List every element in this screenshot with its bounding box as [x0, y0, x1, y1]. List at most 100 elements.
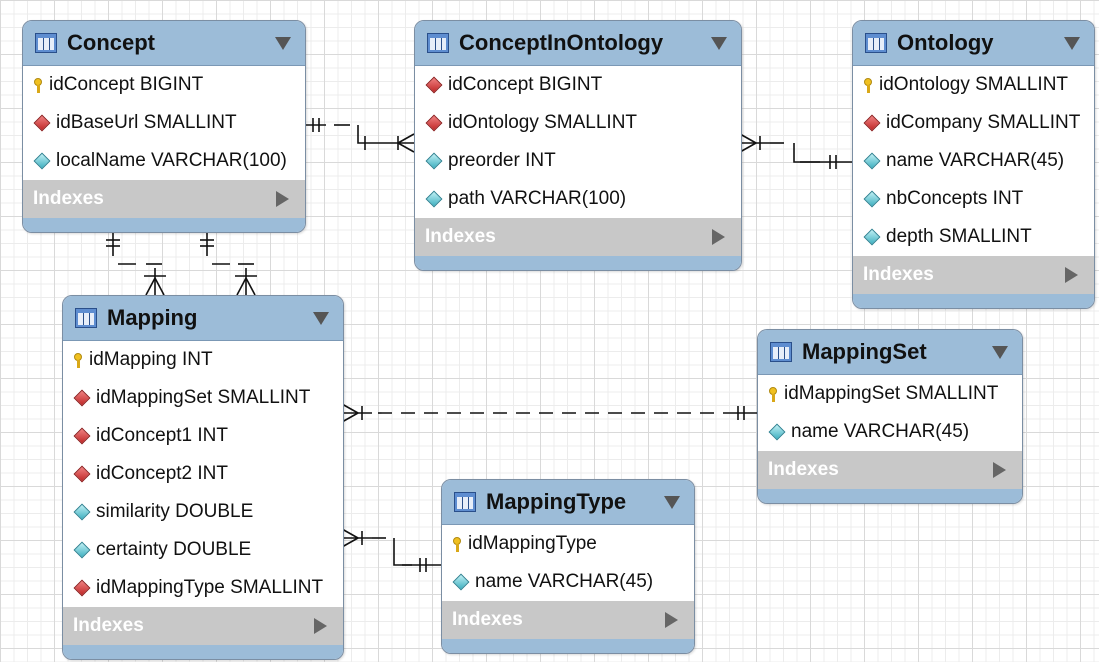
collapse-arrow-icon[interactable] — [711, 37, 727, 50]
column-label: name VARCHAR(45) — [791, 421, 970, 442]
relation-conceptinontology-ontology[interactable] — [739, 133, 852, 169]
column-label: certainty DOUBLE — [96, 539, 252, 560]
column-label: path VARCHAR(100) — [448, 188, 627, 209]
primary-key-icon — [863, 78, 873, 93]
column-row[interactable]: idConcept BIGINT — [23, 66, 305, 104]
foreign-key-diamond-icon — [73, 427, 91, 445]
column-diamond-icon — [33, 152, 51, 170]
column-label: idMappingType — [468, 533, 597, 554]
table-footer — [758, 489, 1022, 503]
indexes-label: Indexes — [863, 264, 934, 285]
relation-mapping-mappingtype[interactable] — [341, 528, 441, 572]
table-header[interactable]: Mapping — [63, 296, 343, 341]
column-row[interactable]: idConcept2 INT — [63, 455, 343, 493]
column-row[interactable]: certainty DOUBLE — [63, 531, 343, 569]
column-row[interactable]: depth SMALLINT — [853, 218, 1094, 256]
column-row[interactable]: idMapping INT — [63, 341, 343, 379]
expand-arrow-icon[interactable] — [712, 229, 725, 245]
table-mappingset[interactable]: MappingSet idMappingSet SMALLINT name VA… — [757, 329, 1023, 504]
collapse-arrow-icon[interactable] — [275, 37, 291, 50]
column-row[interactable]: idOntology SMALLINT — [415, 104, 741, 142]
table-header[interactable]: MappingType — [442, 480, 694, 525]
column-label: idMappingSet SMALLINT — [96, 387, 311, 408]
collapse-arrow-icon[interactable] — [664, 496, 680, 509]
column-label: idBaseUrl SMALLINT — [56, 112, 237, 133]
column-row[interactable]: similarity DOUBLE — [63, 493, 343, 531]
table-footer — [415, 256, 741, 270]
relation-concept-mapping-1[interactable] — [106, 228, 166, 296]
foreign-key-diamond-icon — [73, 579, 91, 597]
table-conceptinontology[interactable]: ConceptInOntology idConcept BIGINT idOnt… — [414, 20, 742, 271]
indexes-section[interactable]: Indexes — [23, 180, 305, 218]
indexes-section[interactable]: Indexes — [415, 218, 741, 256]
primary-key-icon — [73, 353, 83, 368]
table-concept[interactable]: Concept idConcept BIGINT idBaseUrl SMALL… — [22, 20, 306, 233]
collapse-arrow-icon[interactable] — [1064, 37, 1080, 50]
column-label: name VARCHAR(45) — [475, 571, 654, 592]
relation-concept-conceptinontology[interactable] — [304, 118, 415, 153]
expand-arrow-icon[interactable] — [993, 462, 1006, 478]
primary-key-icon — [768, 387, 778, 402]
column-row[interactable]: localName VARCHAR(100) — [23, 142, 305, 180]
column-row[interactable]: idMappingType SMALLINT — [63, 569, 343, 607]
indexes-label: Indexes — [452, 609, 523, 630]
column-label: name VARCHAR(45) — [886, 150, 1065, 171]
column-label: localName VARCHAR(100) — [56, 150, 287, 171]
collapse-arrow-icon[interactable] — [313, 312, 329, 325]
table-mappingtype[interactable]: MappingType idMappingType name VARCHAR(4… — [441, 479, 695, 654]
column-row[interactable]: idOntology SMALLINT — [853, 66, 1094, 104]
column-row[interactable]: idCompany SMALLINT — [853, 104, 1094, 142]
column-diamond-icon — [863, 190, 881, 208]
column-label: idOntology SMALLINT — [879, 74, 1069, 95]
expand-arrow-icon[interactable] — [314, 618, 327, 634]
table-ontology[interactable]: Ontology idOntology SMALLINT idCompany S… — [852, 20, 1095, 309]
column-row[interactable]: nbConcepts INT — [853, 180, 1094, 218]
column-row[interactable]: idMappingType — [442, 525, 694, 563]
indexes-section[interactable]: Indexes — [442, 601, 694, 639]
column-label: preorder INT — [448, 150, 556, 171]
collapse-arrow-icon[interactable] — [992, 346, 1008, 359]
column-diamond-icon — [768, 423, 786, 441]
table-name: ConceptInOntology — [459, 30, 664, 55]
column-row[interactable]: idBaseUrl SMALLINT — [23, 104, 305, 142]
foreign-key-diamond-icon — [863, 114, 881, 132]
table-footer — [63, 645, 343, 659]
table-header[interactable]: Concept — [23, 21, 305, 66]
expand-arrow-icon[interactable] — [665, 612, 678, 628]
primary-key-icon — [33, 78, 43, 93]
relation-concept-mapping-2[interactable] — [200, 228, 257, 296]
column-row[interactable]: path VARCHAR(100) — [415, 180, 741, 218]
column-label: idConcept2 INT — [96, 463, 229, 484]
table-icon — [865, 33, 887, 53]
column-row[interactable]: idConcept BIGINT — [415, 66, 741, 104]
table-header[interactable]: ConceptInOntology — [415, 21, 741, 66]
column-row[interactable]: idMappingSet SMALLINT — [63, 379, 343, 417]
column-row[interactable]: name VARCHAR(45) — [758, 413, 1022, 451]
expand-arrow-icon[interactable] — [1065, 267, 1078, 283]
indexes-section[interactable]: Indexes — [853, 256, 1094, 294]
indexes-section[interactable]: Indexes — [758, 451, 1022, 489]
column-row[interactable]: name VARCHAR(45) — [853, 142, 1094, 180]
expand-arrow-icon[interactable] — [276, 191, 289, 207]
column-label: similarity DOUBLE — [96, 501, 254, 522]
column-row[interactable]: idMappingSet SMALLINT — [758, 375, 1022, 413]
column-label: idConcept BIGINT — [448, 74, 603, 95]
table-name: Mapping — [107, 305, 198, 330]
column-row[interactable]: name VARCHAR(45) — [442, 563, 694, 601]
relation-mapping-mappingset[interactable] — [341, 403, 757, 423]
column-row[interactable]: idConcept1 INT — [63, 417, 343, 455]
table-header[interactable]: Ontology — [853, 21, 1094, 66]
column-row[interactable]: preorder INT — [415, 142, 741, 180]
table-mapping[interactable]: Mapping idMapping INT idMappingSet SMALL… — [62, 295, 344, 660]
indexes-label: Indexes — [768, 459, 839, 480]
column-label: idConcept1 INT — [96, 425, 229, 446]
indexes-section[interactable]: Indexes — [63, 607, 343, 645]
table-header[interactable]: MappingSet — [758, 330, 1022, 375]
column-label: idOntology SMALLINT — [448, 112, 638, 133]
column-diamond-icon — [863, 152, 881, 170]
table-name: Ontology — [897, 30, 994, 55]
column-diamond-icon — [863, 228, 881, 246]
column-diamond-icon — [73, 541, 91, 559]
table-name: Concept — [67, 30, 155, 55]
